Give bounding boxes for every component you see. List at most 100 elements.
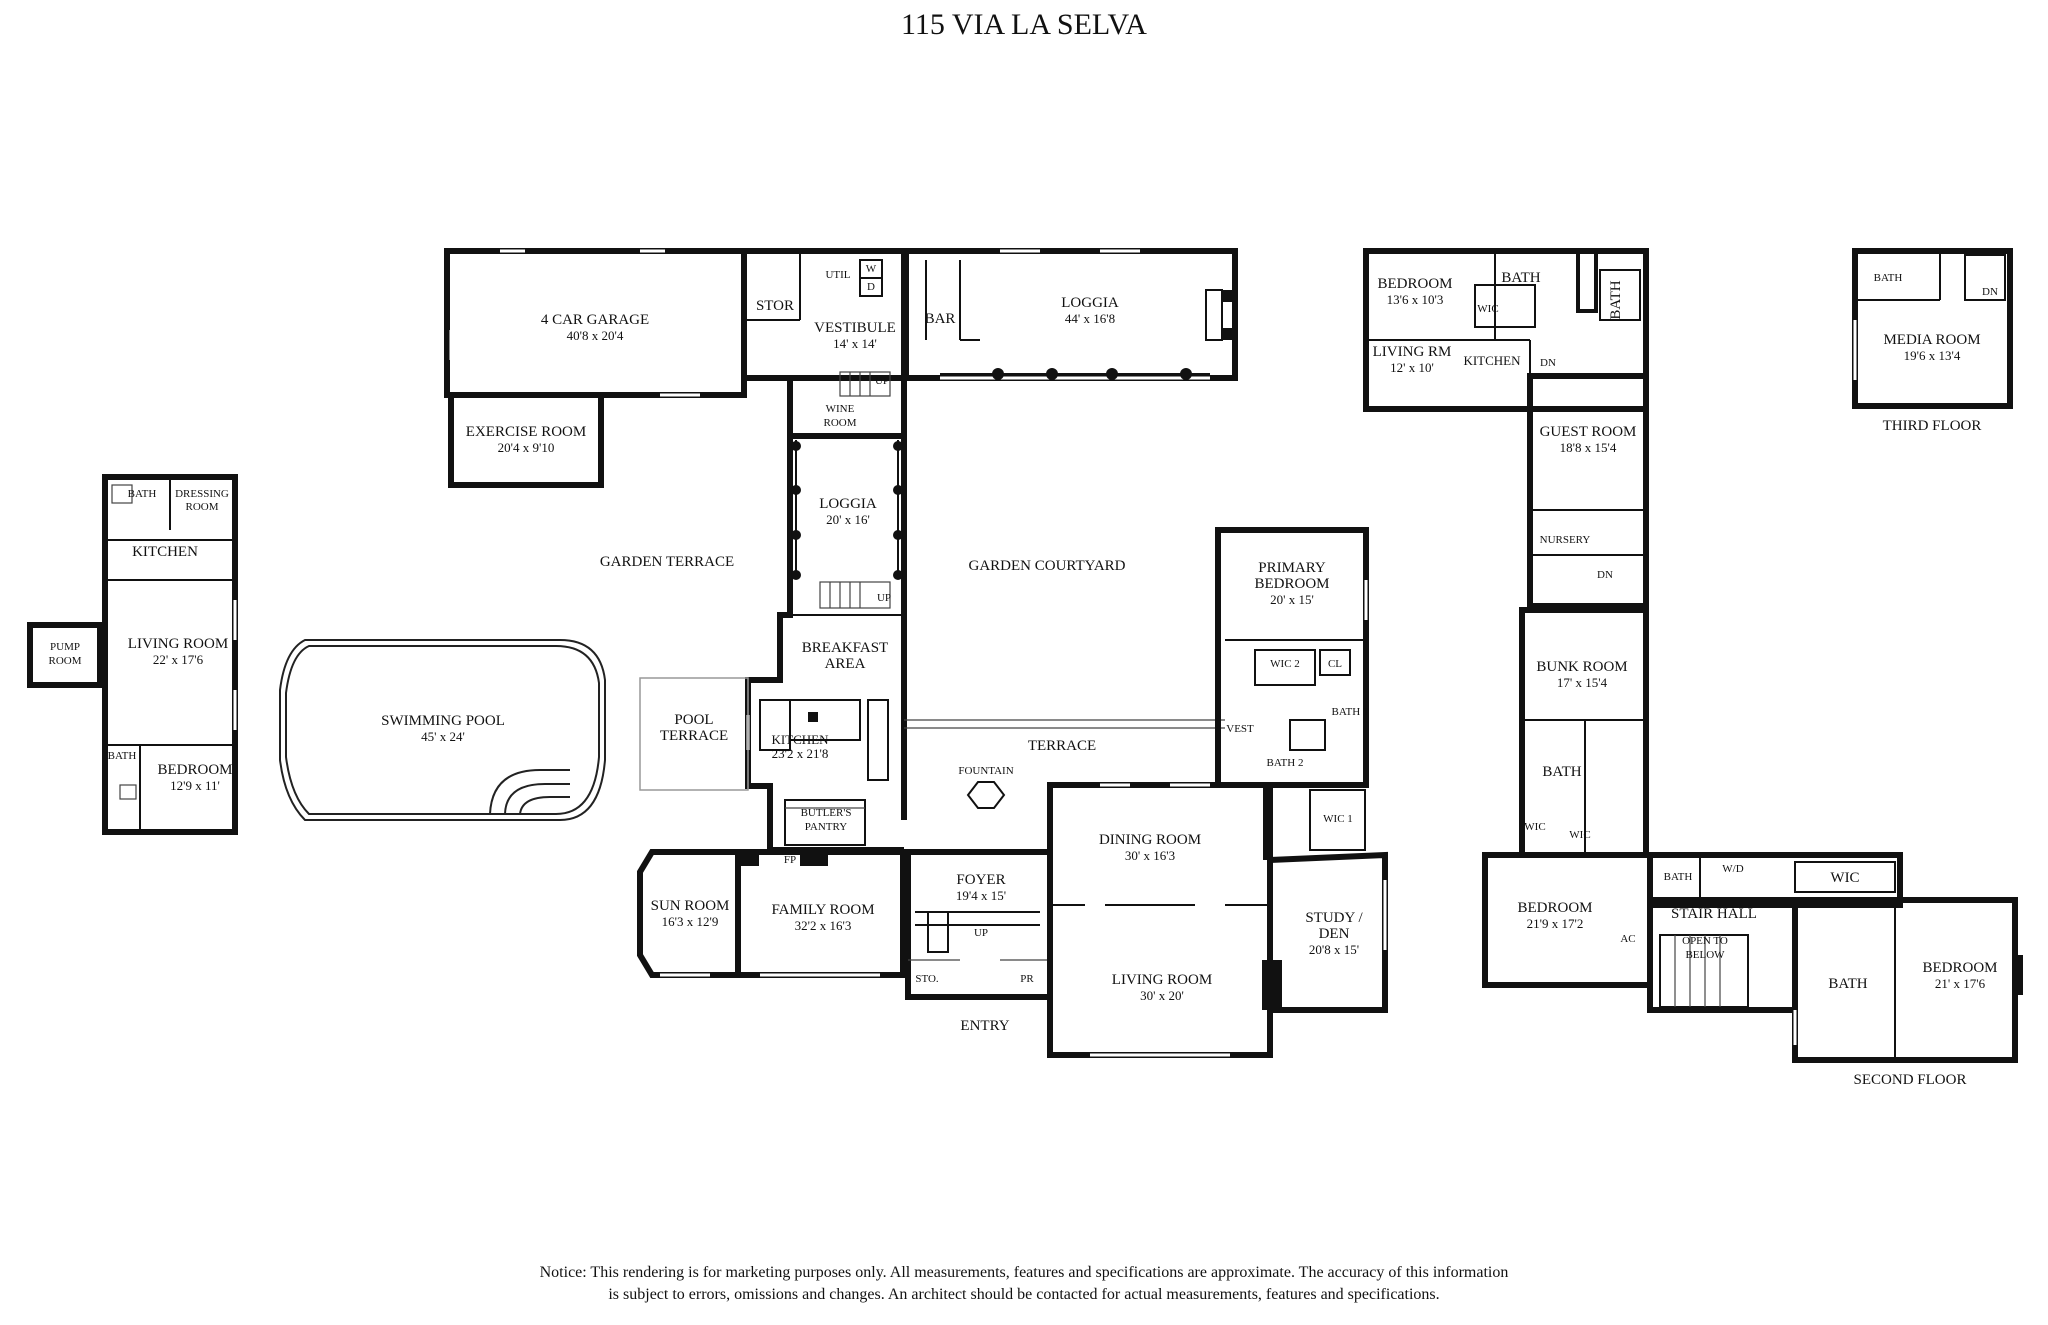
family-room-dim: 32'2 x 16'3 bbox=[795, 918, 852, 933]
first-floor-main-house bbox=[444, 248, 1388, 1058]
s-ac-label: AC bbox=[1620, 933, 1635, 945]
t-media-dim: 19'6 x 13'4 bbox=[1904, 348, 1961, 363]
vestibule-label: VESTIBULE bbox=[814, 320, 896, 336]
dryer-label: D bbox=[867, 281, 875, 293]
garage-dim: 40'8 x 20'4 bbox=[567, 328, 624, 343]
s-bedroom-l-dim: 21'9 x 17'2 bbox=[1527, 916, 1584, 931]
dn-label-1: DN bbox=[1540, 357, 1556, 369]
bath2-label: BATH 2 bbox=[1267, 757, 1304, 769]
butlers-label: BUTLER'S bbox=[801, 807, 852, 819]
third-floor-label: THIRD FLOOR bbox=[1883, 418, 1982, 434]
powder-room-label: PR bbox=[1020, 973, 1034, 985]
gh-bedroom-label: BEDROOM bbox=[157, 762, 232, 778]
gh-dressing-label: DRESSING bbox=[175, 488, 229, 500]
s-bath-hall-label: BATH bbox=[1664, 871, 1693, 883]
s-wic-r-label: WIC bbox=[1830, 870, 1859, 886]
room-labels: 4 CAR GARAGE 40'8 x 20'4 STOR UTIL W D V… bbox=[48, 263, 1998, 1088]
s-bath-r-label: BATH bbox=[1828, 976, 1867, 992]
study-dim: 20'8 x 15' bbox=[1309, 942, 1359, 957]
s-bedroom-l-label: BEDROOM bbox=[1517, 900, 1592, 916]
s-bedroom-tl-dim: 13'6 x 10'3 bbox=[1387, 292, 1444, 307]
vestibule-dim: 14' x 14' bbox=[833, 336, 877, 351]
kitchen-label: KITCHEN bbox=[771, 732, 829, 747]
s-wic-tl-label: WIC bbox=[1477, 303, 1498, 315]
loggia-mid-dim: 20' x 16' bbox=[826, 512, 870, 527]
loggia-top-label: LOGGIA bbox=[1061, 295, 1119, 311]
gh-dressing-label-2: ROOM bbox=[185, 501, 218, 513]
pool-terrace-label: POOL bbox=[674, 712, 713, 728]
s-bedroom-r-label: BEDROOM bbox=[1922, 960, 1997, 976]
s-bunk-dim: 17' x 15'4 bbox=[1557, 675, 1608, 690]
notice-line-1: Notice: This rendering is for marketing … bbox=[539, 1264, 1509, 1281]
gh-kitchen-label: KITCHEN bbox=[132, 544, 198, 560]
primary-bedroom-dim: 20' x 15' bbox=[1270, 592, 1314, 607]
s-bunk-label: BUNK ROOM bbox=[1536, 659, 1627, 675]
guest-house bbox=[27, 474, 238, 835]
bar-label: BAR bbox=[925, 311, 956, 327]
second-floor bbox=[1363, 248, 2023, 1063]
t-media-label: MEDIA ROOM bbox=[1883, 332, 1980, 348]
s-kitchen-label: KITCHEN bbox=[1463, 353, 1521, 368]
stor-label: STOR bbox=[756, 298, 794, 314]
gh-bedroom-dim: 12'9 x 11' bbox=[170, 778, 220, 793]
dining-room-label: DINING ROOM bbox=[1099, 832, 1201, 848]
sun-room-dim: 16'3 x 12'9 bbox=[662, 914, 719, 929]
pump-room-label-2: ROOM bbox=[48, 655, 81, 667]
second-floor-label: SECOND FLOOR bbox=[1854, 1072, 1967, 1088]
s-bedroom-r-dim: 21' x 17'6 bbox=[1935, 976, 1986, 991]
s-wd-label: W/D bbox=[1722, 863, 1743, 875]
swimming-pool-dim: 45' x 24' bbox=[421, 729, 465, 744]
terrace-label: TERRACE bbox=[1028, 738, 1096, 754]
dn-label-2: DN bbox=[1597, 569, 1613, 581]
swimming-pool bbox=[279, 639, 606, 821]
util-label: UTIL bbox=[825, 269, 850, 281]
pool-terrace-label-2: TERRACE bbox=[660, 728, 728, 744]
s-guest-dim: 18'8 x 15'4 bbox=[1560, 440, 1617, 455]
s-bath-tl-label: BATH bbox=[1501, 270, 1540, 286]
wine-label-2: ROOM bbox=[823, 417, 856, 429]
s-wic-a-label: WIC bbox=[1524, 821, 1545, 833]
primary-bedroom-label-2: BEDROOM bbox=[1254, 576, 1329, 592]
entry-label: ENTRY bbox=[960, 1018, 1009, 1034]
storage-label: STO. bbox=[915, 973, 939, 985]
sun-room-label: SUN ROOM bbox=[651, 898, 730, 914]
loggia-mid-label: LOGGIA bbox=[819, 496, 877, 512]
living-room-dim: 30' x 20' bbox=[1140, 988, 1184, 1003]
garage-label: 4 CAR GARAGE bbox=[541, 312, 649, 328]
gh-living-dim: 22' x 17'6 bbox=[153, 652, 204, 667]
s-bath-mid-label: BATH bbox=[1542, 764, 1581, 780]
pump-room-label: PUMP bbox=[50, 641, 80, 653]
s-guest-label: GUEST ROOM bbox=[1540, 424, 1637, 440]
vest-label: VEST bbox=[1226, 723, 1254, 735]
family-room-label: FAMILY ROOM bbox=[771, 902, 874, 918]
living-room-label: LIVING ROOM bbox=[1112, 972, 1212, 988]
breakfast-label-2: AREA bbox=[825, 656, 866, 672]
notice-line-2: is subject to errors, omissions and chan… bbox=[608, 1286, 1440, 1303]
butlers-label-2: PANTRY bbox=[805, 821, 847, 833]
disclaimer-notice: Notice: This rendering is for marketing … bbox=[0, 1262, 2048, 1306]
up-label-1: UP bbox=[875, 375, 889, 387]
gh-bath-label: BATH bbox=[128, 488, 157, 500]
wine-label: WINE bbox=[826, 403, 855, 415]
s-bedroom-tl-label: BEDROOM bbox=[1377, 276, 1452, 292]
plan-title: 115 VIA LA SELVA bbox=[901, 8, 1147, 41]
wic1-label: WIC 1 bbox=[1323, 813, 1353, 825]
s-open-label: OPEN TO bbox=[1682, 935, 1728, 947]
exercise-label: EXERCISE ROOM bbox=[466, 424, 586, 440]
s-nursery-label: NURSERY bbox=[1540, 534, 1591, 546]
kitchen-dim: 23'2 x 21'8 bbox=[772, 746, 829, 761]
gh-living-label: LIVING ROOM bbox=[128, 636, 228, 652]
breakfast-label: BREAKFAST bbox=[802, 640, 888, 656]
bath1-label: BATH 1 bbox=[1332, 706, 1369, 718]
garden-courtyard-label: GARDEN COURTYARD bbox=[968, 558, 1125, 574]
swimming-pool-label: SWIMMING POOL bbox=[381, 713, 505, 729]
closet-label: CL bbox=[1328, 658, 1342, 670]
s-open-label-2: BELOW bbox=[1685, 949, 1725, 961]
loggia-top-dim: 44' x 16'8 bbox=[1065, 311, 1115, 326]
up-label-2: UP bbox=[877, 592, 891, 604]
up-label-3: UP bbox=[974, 927, 988, 939]
s-stair-label: STAIR HALL bbox=[1671, 906, 1757, 922]
fp-label: FP bbox=[784, 854, 796, 866]
washer-label: W bbox=[866, 263, 877, 275]
